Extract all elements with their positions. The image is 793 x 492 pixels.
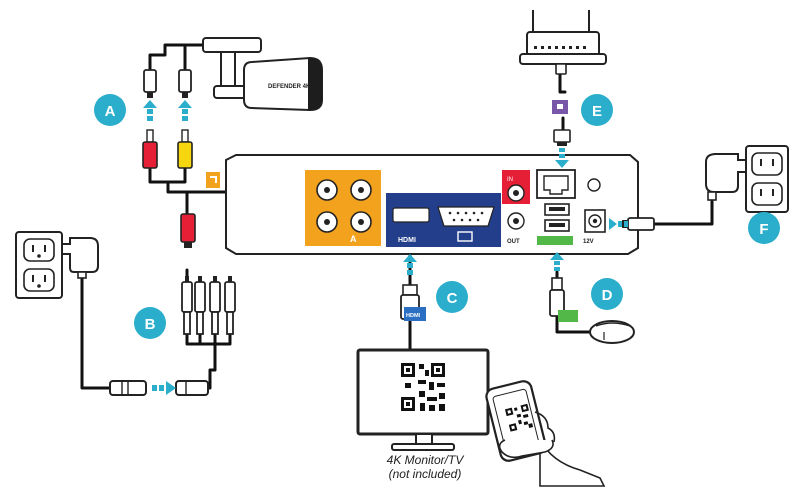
camera-port-label: A	[350, 234, 357, 244]
smartphone-hand	[485, 380, 606, 487]
audio-out-label: OUT	[507, 239, 520, 245]
barrel-connector-left	[109, 380, 147, 396]
step-badge-e: E	[581, 94, 613, 126]
camera-brand-text: DEFENDER 4K	[268, 84, 311, 90]
red-power-connector	[180, 213, 196, 248]
ground-screw	[587, 178, 601, 192]
arrow-d-up	[550, 252, 564, 271]
step-badge-f: F	[748, 212, 780, 244]
qr-code-monitor	[401, 363, 445, 411]
network-router	[519, 10, 607, 65]
ethernet-tag-icon	[557, 104, 563, 109]
step-badge-d: D	[591, 278, 623, 310]
power-adapter-left	[61, 237, 99, 279]
splitter-plugs	[181, 276, 236, 335]
monitor-caption: 4K Monitor/TV (not included)	[360, 453, 490, 481]
hdmi-cable-tag	[404, 307, 426, 321]
step-badge-b: B	[134, 307, 166, 339]
power-port-label: 12V	[583, 239, 594, 245]
arrow-b-inline	[152, 381, 176, 395]
dvr-recorder: A HDMI IN OUT 12V	[225, 154, 639, 255]
audio-in-label: IN	[507, 177, 513, 183]
bnc-ports	[316, 179, 372, 233]
usb-cable-tag	[558, 310, 578, 322]
arrow-f-left	[609, 218, 628, 230]
camera-cable-plugs	[143, 69, 192, 98]
ethernet-plug-bottom	[553, 129, 571, 146]
qr-code-phone	[504, 403, 534, 432]
wall-outlet-left	[15, 231, 63, 299]
svg-text:C: C	[447, 290, 458, 307]
power-adapter-right	[705, 153, 747, 201]
svg-text:A: A	[105, 103, 116, 120]
monitor-caption-line2: (not included)	[388, 467, 462, 481]
security-camera: DEFENDER 4K	[202, 37, 323, 112]
hdmi-port	[392, 207, 430, 223]
vga-port	[437, 206, 495, 227]
svg-text:D: D	[602, 287, 613, 304]
hdmi-cable-tag-text: HDMI	[406, 313, 421, 319]
hdmi-port-label: HDMI	[398, 237, 416, 244]
barrel-connector-right	[175, 380, 209, 396]
arrow-e-down	[555, 148, 569, 168]
usb-label-strip	[537, 236, 573, 245]
monitor-caption-line1: 4K Monitor/TV	[386, 453, 464, 467]
arrow-a-up	[143, 100, 192, 121]
usb-plug	[549, 277, 565, 317]
usb-mouse	[589, 320, 635, 344]
camera-input-block	[305, 170, 381, 246]
wall-outlet-right	[745, 145, 789, 213]
step-badge-c: C	[436, 281, 468, 313]
ethernet-plug-top	[555, 63, 567, 75]
red-yellow-connectors	[142, 129, 193, 169]
svg-text:F: F	[759, 221, 768, 238]
svg-text:E: E	[592, 103, 602, 120]
step-badge-a: A	[94, 94, 126, 126]
svg-text:B: B	[145, 316, 156, 333]
arrow-c-up	[403, 254, 417, 275]
